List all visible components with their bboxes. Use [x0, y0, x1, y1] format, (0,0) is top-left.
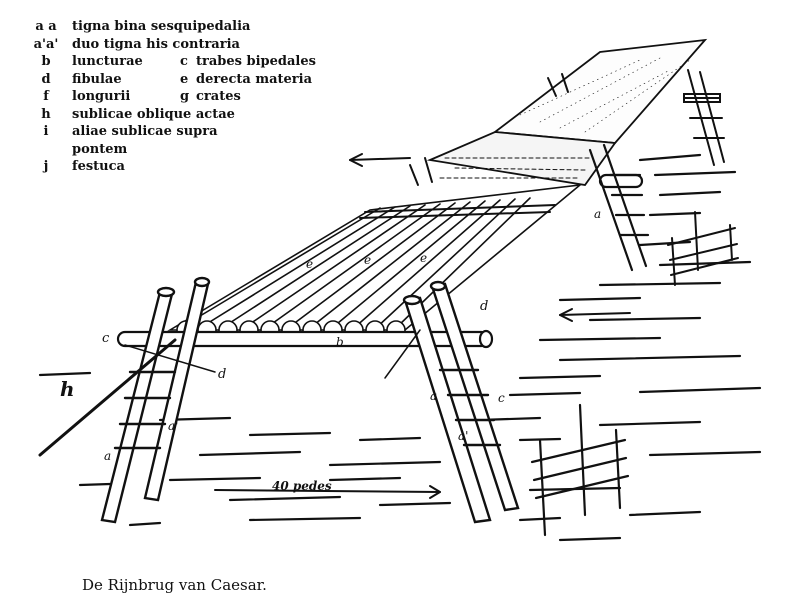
label-c: c: [102, 331, 110, 346]
label-d: d: [218, 367, 226, 382]
label-a3: a': [458, 429, 468, 443]
label-a2: a': [168, 419, 178, 433]
label-a4: a: [430, 389, 437, 403]
label-h: h: [60, 377, 75, 401]
legend-text: aliae sublicae supra: [72, 124, 218, 139]
middle-pier: [588, 143, 650, 272]
legend-text: fibulae: [72, 71, 122, 87]
legend-text: trabes bipedales: [196, 54, 316, 69]
left-pier: [38, 276, 216, 524]
legend-key: e: [180, 71, 189, 87]
label-e2: e: [364, 253, 371, 267]
legend-key: j: [43, 159, 49, 174]
legend-text: duo tigna his contraria: [72, 36, 240, 52]
legend-text: crates: [196, 89, 241, 104]
legend-text: tigna bina sesquipedalia: [72, 19, 251, 34]
label-d2: d: [480, 299, 488, 314]
legend-key: i: [43, 124, 49, 139]
near-crossbeam: [116, 329, 494, 349]
caption: De Rijnbrug van Caesar.: [82, 576, 267, 594]
diagram-labels: h c d d a a' a' a a e e e b c 40 pedes: [60, 207, 601, 493]
label-distance: 40 pedes: [272, 479, 332, 493]
legend-text: pontem: [72, 141, 128, 157]
legend-key: a a: [35, 19, 57, 34]
legend-key: f: [43, 89, 49, 104]
roadway-logs: [167, 183, 583, 331]
far-deck: [426, 38, 708, 186]
far-piles: [409, 69, 725, 186]
legend-text: festuca: [72, 159, 125, 174]
legend-key: d: [41, 71, 51, 87]
fender-middle: [667, 211, 739, 286]
legend-key: h: [41, 106, 51, 122]
right-pier: [384, 280, 520, 524]
label-a: a: [104, 449, 111, 463]
legend-key: a'a': [33, 36, 59, 52]
legend-key: c: [180, 54, 188, 69]
label-a5: a: [594, 207, 601, 221]
legend-text: luncturae: [72, 54, 143, 69]
legend-key: g: [180, 89, 190, 104]
legend-key: b: [41, 54, 51, 69]
legend-text: derecta materia: [196, 71, 313, 87]
legend-text: sublicae oblique actae: [72, 106, 235, 122]
water-strokes: [38, 153, 762, 542]
current-arrows: [214, 153, 631, 499]
label-c2: c: [498, 391, 505, 405]
label-e3: e: [420, 251, 427, 265]
label-b: b: [336, 335, 344, 349]
fender-right: [530, 403, 630, 537]
legend-text: longurii: [72, 89, 131, 104]
label-e1: e: [306, 257, 313, 271]
